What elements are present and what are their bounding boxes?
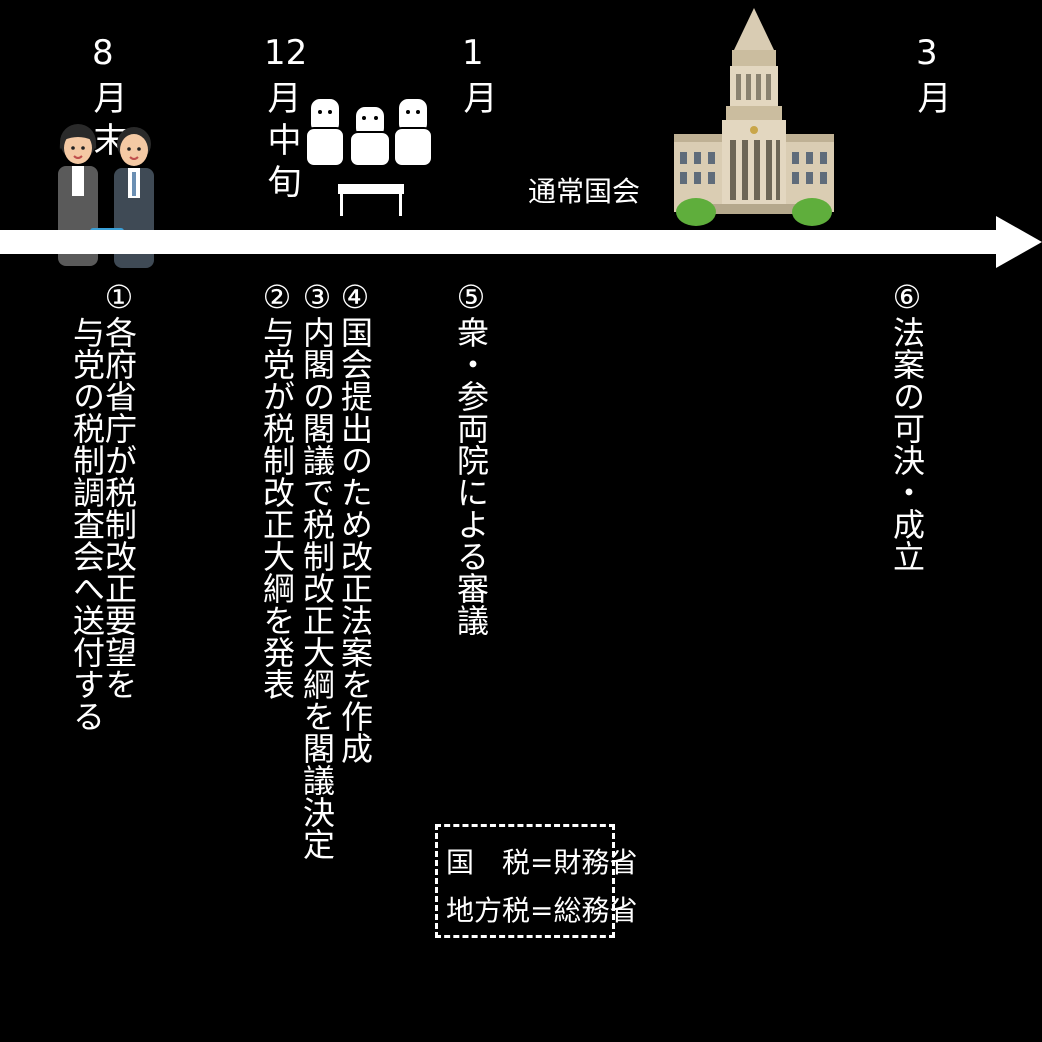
tax-authority-legend: 国 税=財務省 地方税=総務省 xyxy=(435,824,637,938)
month-january-number: 1 xyxy=(462,33,484,73)
step-1-line-1: ①各府省庁が税制改正要望を xyxy=(100,278,138,700)
month-december-label: 月中旬 xyxy=(261,80,301,206)
ordinary-diet-session-label: 通常国会 xyxy=(528,175,641,208)
month-august-number: 8 xyxy=(92,33,114,73)
timeline-arrow-head xyxy=(996,216,1042,268)
step-2: ②与党が税制改正大綱を発表 xyxy=(258,278,296,700)
step-5: ⑤衆・参両院による審議 xyxy=(452,278,490,636)
cabinet-meeting-icon xyxy=(305,97,433,216)
step-6: ⑥法案の可決・成立 xyxy=(888,278,926,572)
legend-national-tax: 国 税=財務省 xyxy=(446,846,638,879)
step-3: ③内閣の閣議で税制改正大綱を閣議決定 xyxy=(298,278,336,860)
month-january-label: 月 xyxy=(457,80,497,122)
step-4: ④国会提出のため改正法案を作成 xyxy=(336,278,374,764)
timeline-arrow-shaft xyxy=(0,230,1000,254)
month-march-label: 月 xyxy=(911,80,951,122)
diet-building-icon xyxy=(674,8,834,226)
legend-local-tax: 地方税=総務省 xyxy=(446,894,638,927)
step-1-line-2: 与党の税制調査会へ送付する xyxy=(68,316,106,732)
month-december-number: 12 xyxy=(264,33,308,73)
month-march-number: 3 xyxy=(916,33,938,73)
